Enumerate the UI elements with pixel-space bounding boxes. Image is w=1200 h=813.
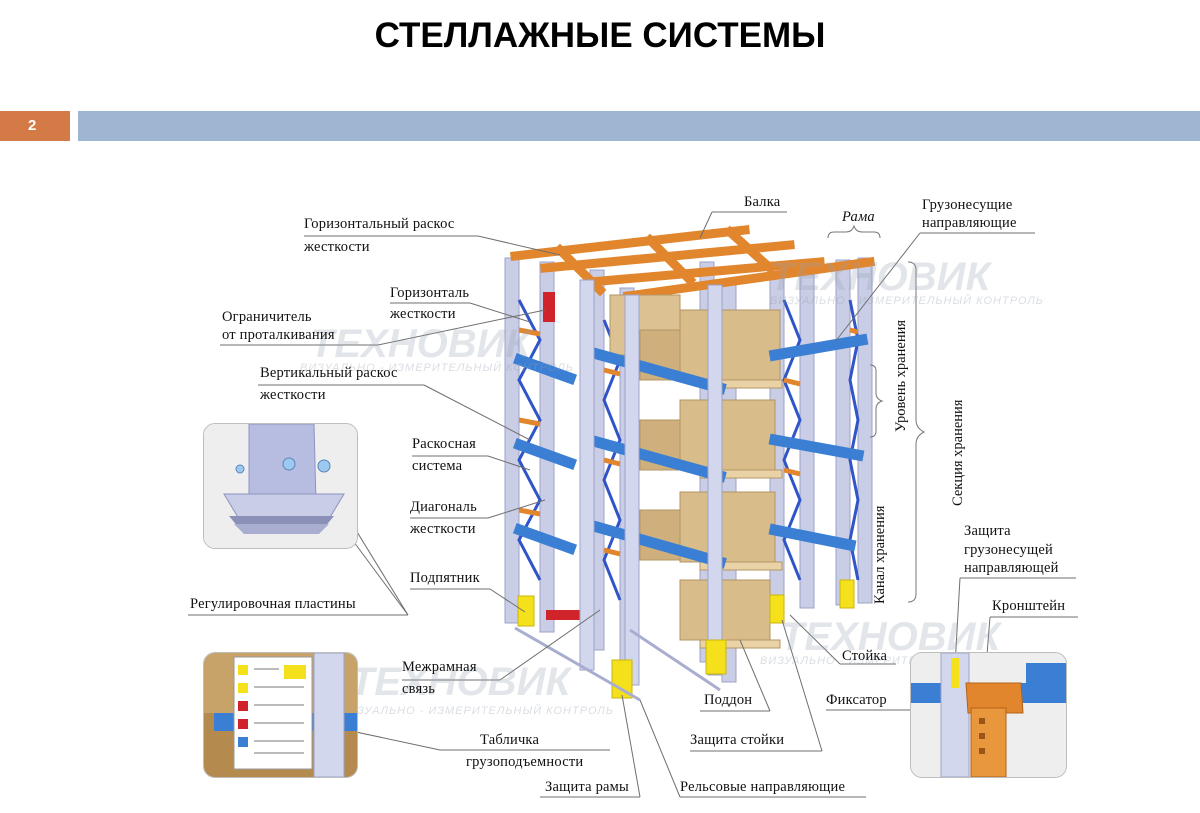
label-gor-raskos-1: Горизонтальный раскос <box>304 216 455 232</box>
label-gruzonesushchie-1: Грузонесущие <box>922 197 1013 213</box>
watermark-brand-4: ТЕХНОВИК <box>780 615 1001 659</box>
label-relsovye: Рельсовые направляющие <box>680 779 846 795</box>
label-zashchita-gruz-2: грузонесущей <box>964 542 1053 558</box>
header-bar <box>78 111 1200 141</box>
watermark-tagline-2: ВИЗУАЛЬНО - ИЗМЕРИТЕЛЬНЫЙ КОНТРОЛЬ <box>300 362 574 374</box>
label-stoika: Стойка <box>842 648 888 664</box>
page-title: СТЕЛЛАЖНЫЕ СИСТЕМЫ <box>374 16 826 55</box>
watermark-brand-3: ТЕХНОВИК <box>350 660 571 704</box>
label-raskosnaya-2: система <box>412 458 463 474</box>
label-regulir: Регулировочная пластины <box>190 596 356 612</box>
label-fiksator: Фиксатор <box>826 692 887 708</box>
label-balka: Балка <box>744 194 781 210</box>
label-tablichka-2: грузоподъемности <box>466 754 584 770</box>
dimension-brackets <box>827 224 926 603</box>
label-tablichka-1: Табличка <box>480 732 540 748</box>
label-diagonal-1: Диагональ <box>410 499 477 515</box>
label-gorizontal-2: жесткости <box>390 306 456 322</box>
page-number: 2 <box>0 111 70 141</box>
watermark-brand-2: ТЕХНОВИК <box>310 322 531 366</box>
label-kronshtein: Кронштейн <box>992 598 1066 614</box>
label-zashchita-ramy: Защита рамы <box>545 779 630 795</box>
label-mezhramnaya-1: Межрамная <box>402 659 477 675</box>
rack-frames <box>504 225 876 702</box>
label-diagonal-2: жесткости <box>410 521 476 537</box>
label-vert-raskos-1: Вертикальный раскос <box>260 365 398 381</box>
watermark-tagline-3: ВИЗУАЛЬНО - ИЗМЕРИТЕЛЬНЫЙ КОНТРОЛЬ <box>340 705 614 717</box>
inset-bracket <box>910 652 1067 778</box>
label-zashchita-gruz-3: направляющей <box>964 560 1059 576</box>
label-podpyatnik: Подпятник <box>410 570 480 586</box>
watermark-brand-1: ТЕХНОВИК <box>770 255 991 299</box>
label-zashchita-stoiki: Защита стойки <box>690 732 785 748</box>
label-zashchita-gruz-1: Защита <box>964 523 1011 539</box>
label-kanal: Канал хранения <box>872 505 888 604</box>
label-gor-raskos-2: жесткости <box>304 239 370 255</box>
inset-capacity-plate <box>203 652 358 778</box>
label-vert-raskos-2: жесткости <box>260 387 326 403</box>
label-sekciya: Секция хранения <box>950 399 966 506</box>
label-raskosnaya-1: Раскосная <box>412 436 476 452</box>
label-mezhramnaya-2: связь <box>402 681 436 697</box>
label-ogranichitel-2: от проталкивания <box>222 327 335 343</box>
label-uroven: Уровень хранения <box>893 319 909 432</box>
inset-base-plate <box>203 423 358 549</box>
label-gorizontal-1: Горизонталь <box>390 285 470 301</box>
watermark-tagline-1: ВИЗУАЛЬНО - ИЗМЕРИТЕЛЬНЫЙ КОНТРОЛЬ <box>770 295 1044 307</box>
label-rama: Рама <box>842 209 875 225</box>
label-poddon: Поддон <box>704 692 753 708</box>
label-gruzonesushchie-2: направляющие <box>922 215 1017 231</box>
label-ogranichitel-1: Ограничитель <box>222 309 312 325</box>
